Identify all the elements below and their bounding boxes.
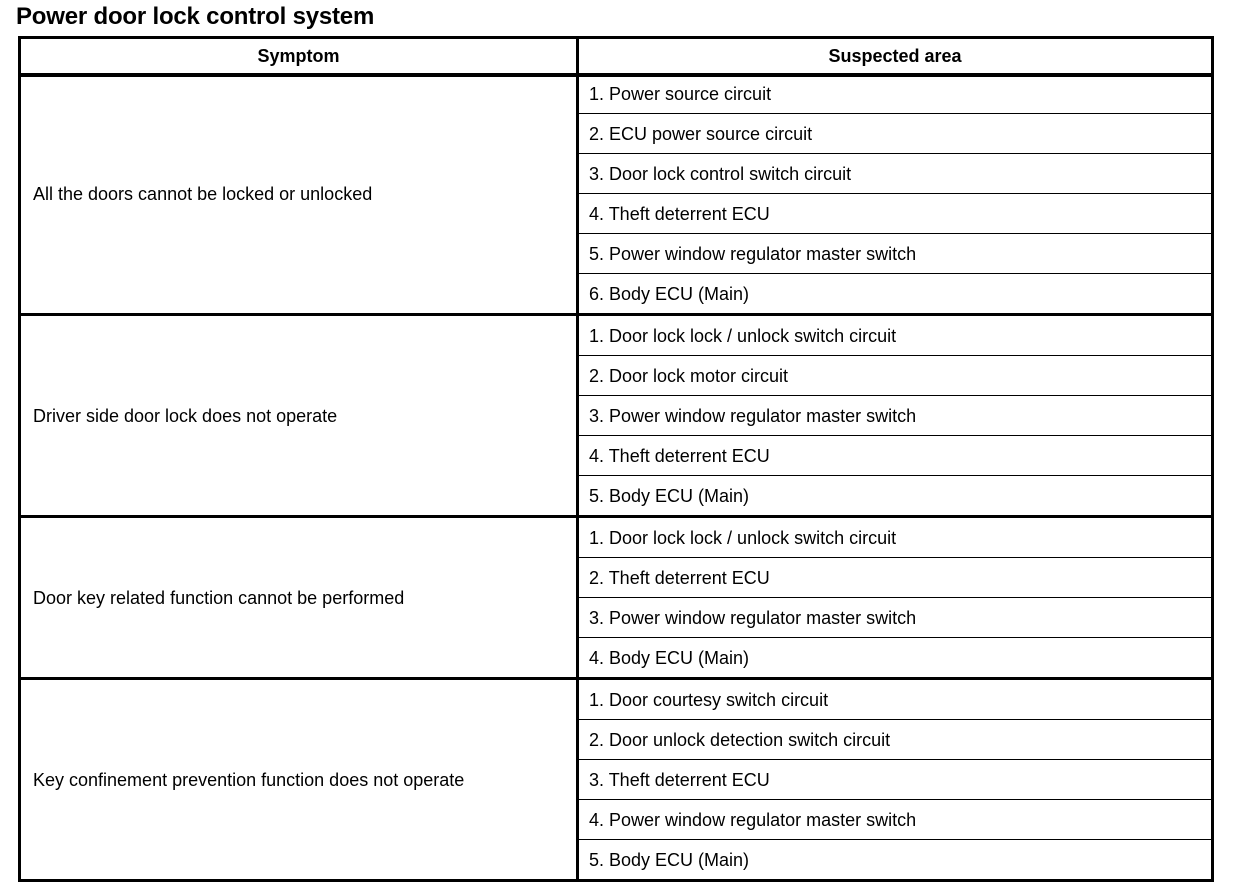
suspected-area-cell: 6. Body ECU (Main) (577, 273, 1213, 316)
symptom-cell: All the doors cannot be locked or unlock… (19, 73, 579, 316)
table-row: 2. Door unlock detection switch circuit (20, 719, 1213, 760)
symptom-cell: Key confinement prevention function does… (19, 678, 579, 882)
suspected-area-cell: 4. Body ECU (Main) (577, 637, 1213, 680)
table-body: All the doors cannot be locked or unlock… (19, 73, 1213, 882)
page-title: Power door lock control system (16, 3, 375, 30)
suspected-area-cell: 4. Power window regulator master switch (577, 799, 1213, 840)
suspected-area-cell: 2. Door lock motor circuit (577, 355, 1213, 396)
suspected-area-cell: 3. Door lock control switch circuit (577, 153, 1213, 194)
table-header: Symptom Suspected area (19, 37, 1213, 74)
table-row: 5. Power window regulator master switch (20, 233, 1213, 274)
suspected-area-cell: 3. Power window regulator master switch (577, 395, 1213, 436)
suspected-area-cell: 3. Power window regulator master switch (577, 597, 1213, 638)
suspected-area-cell: 2. Theft deterrent ECU (577, 557, 1213, 598)
column-header-suspected-area: Suspected area (577, 37, 1213, 74)
table-row: 3. Power window regulator master switch (20, 395, 1213, 436)
suspected-area-cell: 1. Door lock lock / unlock switch circui… (577, 314, 1213, 356)
suspected-area-cell: 4. Theft deterrent ECU (577, 193, 1213, 234)
table-row: 2. Door lock motor circuit (20, 355, 1213, 396)
symptom-cell: Door key related function cannot be perf… (19, 516, 579, 680)
suspected-area-cell: 5. Body ECU (Main) (577, 475, 1213, 518)
suspected-area-cell: 1. Door courtesy switch circuit (577, 678, 1213, 720)
table-row: 3. Theft deterrent ECU (20, 759, 1213, 800)
table-row: 5. Body ECU (Main) (20, 840, 1213, 881)
troubleshooting-table-container: Symptom Suspected area All the doors can… (18, 36, 1214, 882)
suspected-area-cell: 4. Theft deterrent ECU (577, 435, 1213, 476)
table-row: 2. Theft deterrent ECU (20, 557, 1213, 598)
suspected-area-cell: 1. Power source circuit (577, 73, 1213, 114)
table-row: 5. Body ECU (Main) (20, 475, 1213, 518)
suspected-area-cell: 2. ECU power source circuit (577, 113, 1213, 154)
suspected-area-cell: 1. Door lock lock / unlock switch circui… (577, 516, 1213, 558)
table-row: 6. Body ECU (Main) (20, 273, 1213, 316)
suspected-area-cell: 5. Power window regulator master switch (577, 233, 1213, 274)
suspected-area-cell: 3. Theft deterrent ECU (577, 759, 1213, 800)
table-row: 3. Door lock control switch circuit (20, 153, 1213, 194)
table-row: 3. Power window regulator master switch (20, 597, 1213, 638)
symptom-cell: Driver side door lock does not operate (19, 314, 579, 518)
table-row: Door key related function cannot be perf… (19, 516, 1213, 680)
suspected-area-cell: 5. Body ECU (Main) (589, 849, 750, 870)
table-row: 4. Body ECU (Main) (20, 637, 1213, 680)
table-row: 4. Theft deterrent ECU (20, 435, 1213, 476)
table-row: Key confinement prevention function does… (19, 678, 1213, 882)
table-row: All the doors cannot be locked or unlock… (19, 73, 1213, 316)
suspected-area-cell: 2. Door unlock detection switch circuit (577, 719, 1213, 760)
troubleshooting-table: Symptom Suspected area All the doors can… (18, 36, 1214, 882)
table-row: 4. Theft deterrent ECU (20, 193, 1213, 234)
header-row: Symptom Suspected area (19, 37, 1213, 74)
table-row: 4. Power window regulator master switch (20, 799, 1213, 840)
table-row: 2. ECU power source circuit (20, 113, 1213, 154)
column-header-symptom: Symptom (19, 37, 579, 74)
